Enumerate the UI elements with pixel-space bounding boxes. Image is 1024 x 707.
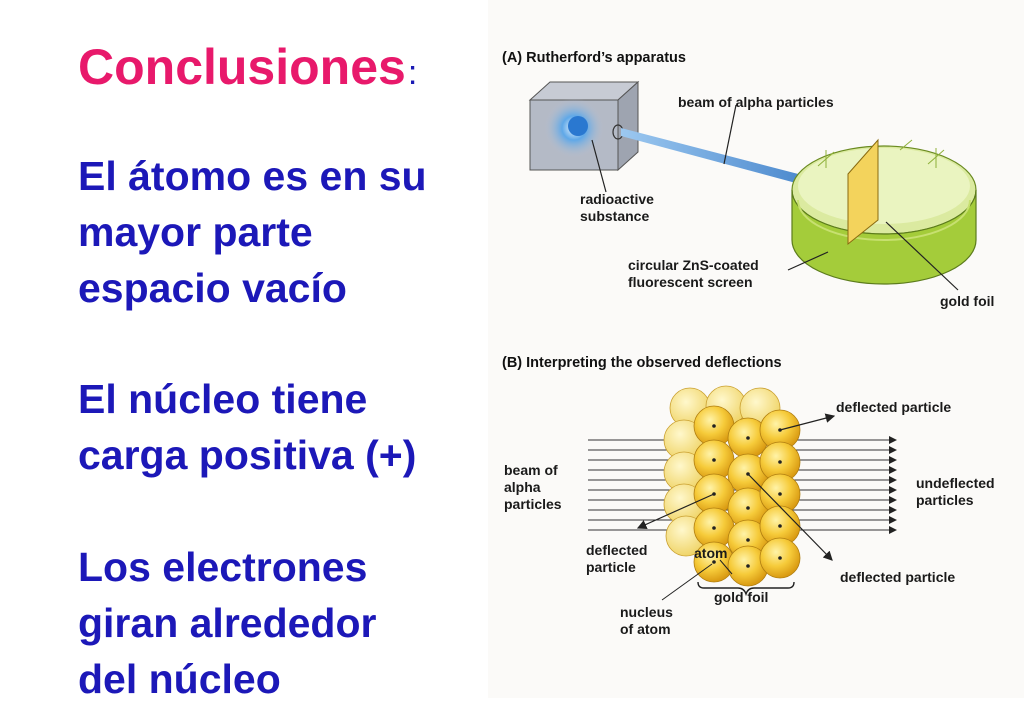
screen-label-line: circular ZnS-coated xyxy=(628,257,759,273)
source-label-line: substance xyxy=(580,208,649,224)
gold-foil-label-a: gold foil xyxy=(940,293,994,309)
conclusion-2-line: carga positiva (+) xyxy=(78,432,417,478)
deflected-particle-label-bottom: deflected particle xyxy=(840,569,955,585)
source-callout-line xyxy=(591,139,607,193)
radioactive-source-box xyxy=(528,80,640,172)
conclusion-2: El núcleo tiene carga positiva (+) xyxy=(78,371,416,483)
nucleus-label-line: of atom xyxy=(620,621,671,637)
fluorescent-screen xyxy=(791,138,977,285)
alpha-beam xyxy=(621,128,833,193)
beam-label-line: beam of xyxy=(504,462,558,478)
beam-callout-line xyxy=(723,104,737,165)
beam-label: beam of alpha particles xyxy=(678,94,834,110)
conclusion-1-line: mayor parte xyxy=(78,209,313,255)
nuclei xyxy=(712,424,782,568)
title-text: Conclusiones xyxy=(78,39,406,95)
panel-a-heading: (A) Rutherford’s apparatus xyxy=(502,50,686,66)
source-label-line: radioactive xyxy=(580,191,654,207)
panel-b-heading: (B) Interpreting the observed deflection… xyxy=(502,355,782,371)
gold-foil-brace xyxy=(697,581,795,597)
conclusion-3-line: giran alrededor xyxy=(78,600,377,646)
atom-callout-line xyxy=(719,559,733,575)
deflected-particle-label-left: particle xyxy=(586,559,636,575)
undeflected-label-line: particles xyxy=(916,492,974,508)
conclusion-3: Los electrones giran alrededor del núcle… xyxy=(78,539,376,707)
conclusion-1: El átomo es en su mayor parte espacio va… xyxy=(78,148,427,316)
atom-label: atom xyxy=(694,545,727,561)
beam-label-line: particles xyxy=(504,496,562,512)
conclusion-1-line: El átomo es en su xyxy=(78,153,427,199)
conclusion-3-line: Los electrones xyxy=(78,544,368,590)
foil-callout-line xyxy=(885,221,959,291)
beam-label-line: alpha xyxy=(504,479,541,495)
nucleus-label-line: nucleus xyxy=(620,604,673,620)
slide-title: Conclusiones: xyxy=(78,38,417,96)
gold-foil-label-b: gold foil xyxy=(714,589,768,605)
screen-label-line: fluorescent screen xyxy=(628,274,753,290)
screen-callout-line xyxy=(787,251,829,271)
conclusion-2-line: El núcleo tiene xyxy=(78,376,368,422)
undeflected-label-line: undeflected xyxy=(916,475,995,491)
rutherford-figure: (A) Rutherford’s apparatus beam of alpha… xyxy=(488,0,1024,698)
conclusion-1-line: espacio vacío xyxy=(78,265,347,311)
deflected-paths xyxy=(636,413,836,561)
conclusion-3-line: del núcleo xyxy=(78,656,281,702)
deflected-particle-label-top: deflected particle xyxy=(836,399,951,415)
deflected-particle-label-left: deflected xyxy=(586,542,647,558)
text-column: Conclusiones: El átomo es en su mayor pa… xyxy=(78,0,488,702)
nucleus-callout-line xyxy=(661,563,713,601)
rutherford-figure-svg: (A) Rutherford’s apparatus beam of alpha… xyxy=(502,50,995,637)
title-colon: : xyxy=(407,54,418,92)
